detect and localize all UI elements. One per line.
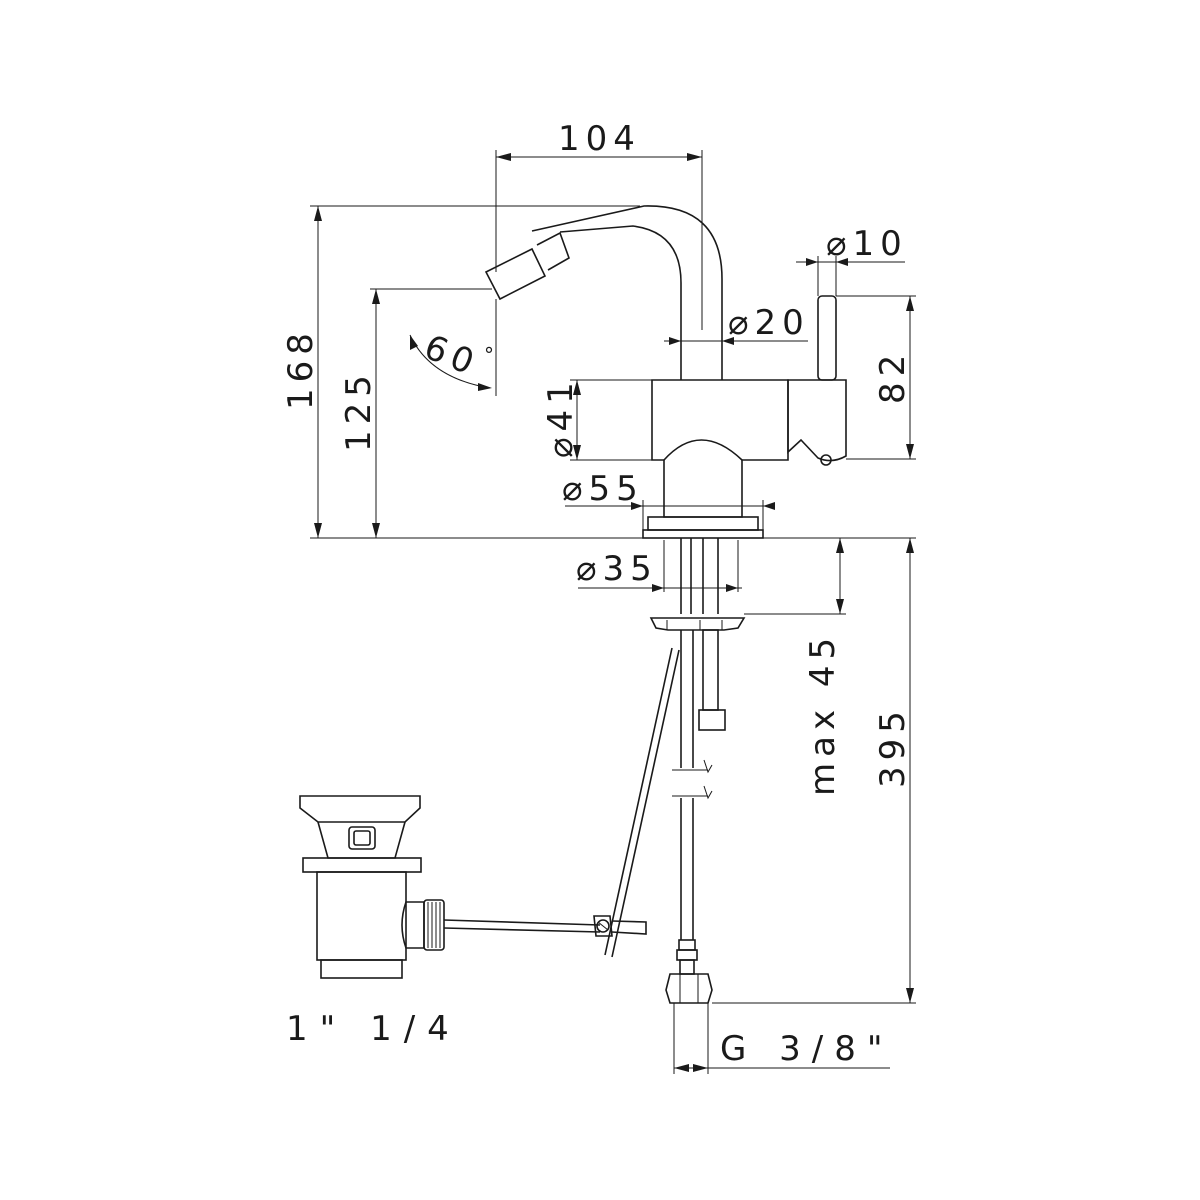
dim-base-diameter-label: ⌀55 xyxy=(562,469,644,509)
dim-82-label: 82 xyxy=(873,349,913,404)
dim-spout-diameter-label: ⌀20 xyxy=(728,303,810,343)
dimension-lines xyxy=(310,150,916,1074)
dim-104-label: 104 xyxy=(558,119,641,159)
knurl-lines xyxy=(427,902,441,948)
dim-shank-diameter-label: ⌀35 xyxy=(576,549,658,589)
dim-168-label: 168 xyxy=(281,327,321,410)
under-deck-assembly xyxy=(604,538,746,1004)
waste-assembly xyxy=(299,795,647,979)
hose-connection-label: G 3/8" xyxy=(720,1029,894,1069)
dim-max45-label: max 45 xyxy=(803,632,843,796)
dim-60-label: 60 xyxy=(419,327,485,385)
dim-body-diameter-label: ⌀41 xyxy=(541,376,581,458)
dim-125-label: 125 xyxy=(339,369,379,452)
waste-size-label: 1" 1/4 xyxy=(286,1009,461,1049)
faucet-outline xyxy=(484,205,847,539)
dim-395-label: 395 xyxy=(873,705,913,788)
dim-lever-diameter-label: ⌀10 xyxy=(826,224,908,264)
degree-symbol: ° xyxy=(484,343,499,367)
